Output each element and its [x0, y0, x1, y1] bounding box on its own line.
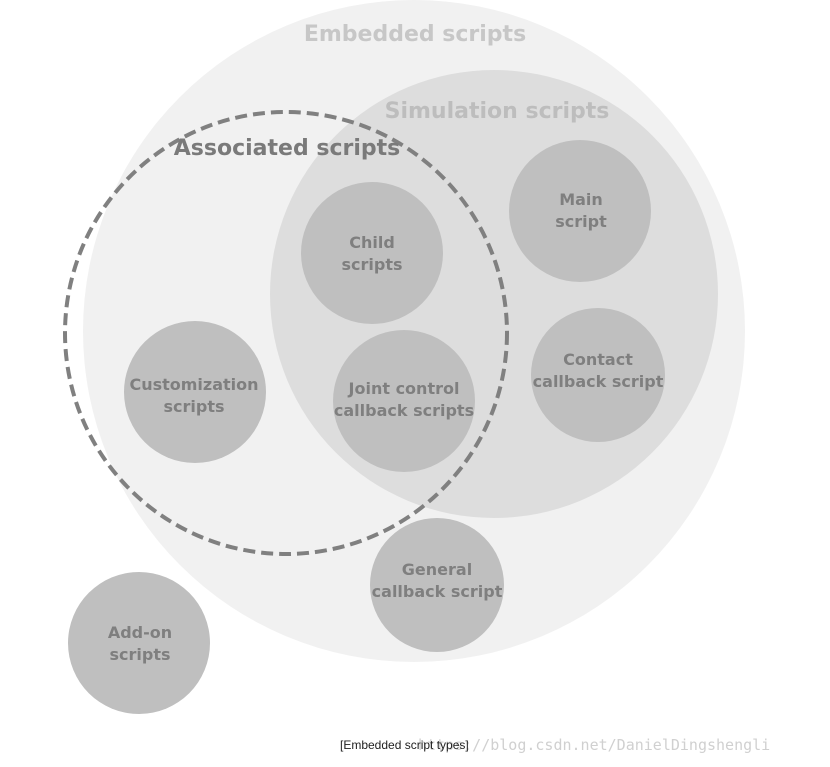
- main-script-circle: [509, 140, 651, 282]
- node-child-scripts: Child scripts: [301, 182, 443, 324]
- node-customization-scripts: Customization scripts: [124, 321, 266, 463]
- joint-control-callback-scripts-circle: [333, 330, 475, 472]
- contact-callback-script-circle: [531, 308, 665, 442]
- child-scripts-circle: [301, 182, 443, 324]
- node-add-on-scripts: Add-on scripts: [68, 572, 210, 714]
- watermark-text: https://blog.csdn.net/DanielDingshengli: [418, 736, 771, 754]
- customization-scripts-circle: [124, 321, 266, 463]
- joint-control-callback-scripts-label-line2: callback scripts: [334, 401, 474, 420]
- embedded-scripts-title: Embedded scripts: [304, 22, 526, 47]
- add-on-scripts-circle: [68, 572, 210, 714]
- associated-scripts-title: Associated scripts: [174, 136, 401, 161]
- main-script-label-line1: Main: [559, 190, 603, 209]
- child-scripts-label-line2: scripts: [341, 255, 402, 274]
- general-callback-script-label-line1: General: [402, 560, 472, 579]
- child-scripts-label-line1: Child: [349, 233, 395, 252]
- associated-scripts-outline: [63, 110, 509, 556]
- node-joint-control-callback-scripts: Joint control callback scripts: [333, 330, 475, 472]
- node-main-script: Main script: [509, 140, 651, 282]
- joint-control-callback-scripts-label-line1: Joint control: [348, 379, 460, 398]
- add-on-scripts-label-line2: scripts: [109, 645, 170, 664]
- general-callback-script-label-line2: callback script: [372, 582, 503, 601]
- customization-scripts-label-line1: Customization: [129, 375, 258, 394]
- customization-scripts-label-line2: scripts: [163, 397, 224, 416]
- simulation-scripts-title: Simulation scripts: [385, 99, 610, 124]
- node-contact-callback-script: Contact callback script: [531, 308, 665, 442]
- main-script-label-line2: script: [555, 212, 607, 231]
- add-on-scripts-label-line1: Add-on: [108, 623, 172, 642]
- general-callback-script-circle: [370, 518, 504, 652]
- node-general-callback-script: General callback script: [370, 518, 504, 652]
- contact-callback-script-label-line1: Contact: [563, 350, 633, 369]
- contact-callback-script-label-line2: callback script: [533, 372, 664, 391]
- diagram-caption: [Embedded script types]: [340, 738, 469, 752]
